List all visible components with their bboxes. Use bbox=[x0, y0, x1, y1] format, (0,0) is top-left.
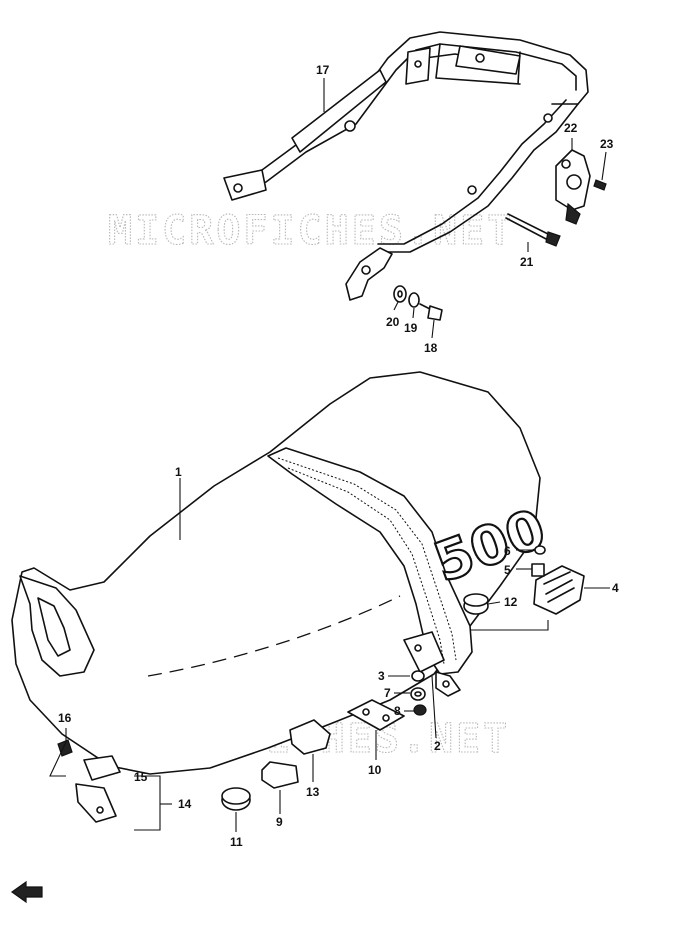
seat: 500 bbox=[11, 371, 555, 775]
callout-23: 23 bbox=[600, 137, 614, 151]
arrow-left-icon bbox=[10, 880, 43, 904]
rear-carrier bbox=[223, 31, 589, 301]
callout-21: 21 bbox=[520, 255, 534, 269]
callout-1: 1 bbox=[175, 465, 182, 479]
helmet-lock bbox=[555, 149, 591, 225]
callout-18: 18 bbox=[424, 341, 438, 355]
callout-6: 6 bbox=[504, 544, 511, 558]
bracket-14-15 bbox=[75, 755, 121, 823]
cushion-9 bbox=[261, 761, 299, 789]
nut-8 bbox=[413, 704, 427, 716]
callout-16: 16 bbox=[58, 711, 72, 725]
seat-hook bbox=[533, 565, 585, 615]
callout-2: 2 bbox=[434, 739, 441, 753]
cushion-13 bbox=[289, 719, 331, 755]
callout-22: 22 bbox=[564, 121, 578, 135]
spacer-7 bbox=[410, 687, 426, 701]
callout-11: 11 bbox=[230, 835, 243, 849]
collar-5 bbox=[531, 563, 545, 577]
callout-8: 8 bbox=[394, 704, 401, 718]
callout-20: 20 bbox=[386, 315, 400, 329]
fasteners-18-20 bbox=[393, 285, 443, 321]
callout-13: 13 bbox=[306, 785, 320, 799]
callout-14: 14 bbox=[178, 797, 192, 811]
grommet-11 bbox=[221, 787, 251, 811]
bracket-10 bbox=[347, 699, 405, 731]
callout-17: 17 bbox=[316, 63, 330, 77]
callout-5: 5 bbox=[504, 563, 511, 577]
nut-6 bbox=[534, 545, 546, 555]
washer-3 bbox=[411, 670, 425, 682]
watermark-top: MICROFICHES.NET bbox=[108, 208, 514, 254]
callout-7: 7 bbox=[384, 686, 391, 700]
callout-15: 15 bbox=[134, 770, 148, 784]
callout-10: 10 bbox=[368, 763, 382, 777]
callout-3: 3 bbox=[378, 669, 385, 683]
callout-numbers: 17 22 23 21 20 19 18 1 6 5 4 12 3 7 8 2 … bbox=[58, 63, 619, 849]
callout-4: 4 bbox=[612, 581, 619, 595]
bolt-21 bbox=[505, 213, 561, 247]
cushion-12 bbox=[463, 593, 489, 615]
callout-12: 12 bbox=[504, 595, 518, 609]
screw-23 bbox=[593, 179, 607, 191]
callout-9: 9 bbox=[276, 815, 283, 829]
leader-lines bbox=[49, 78, 610, 832]
callout-19: 19 bbox=[404, 321, 418, 335]
